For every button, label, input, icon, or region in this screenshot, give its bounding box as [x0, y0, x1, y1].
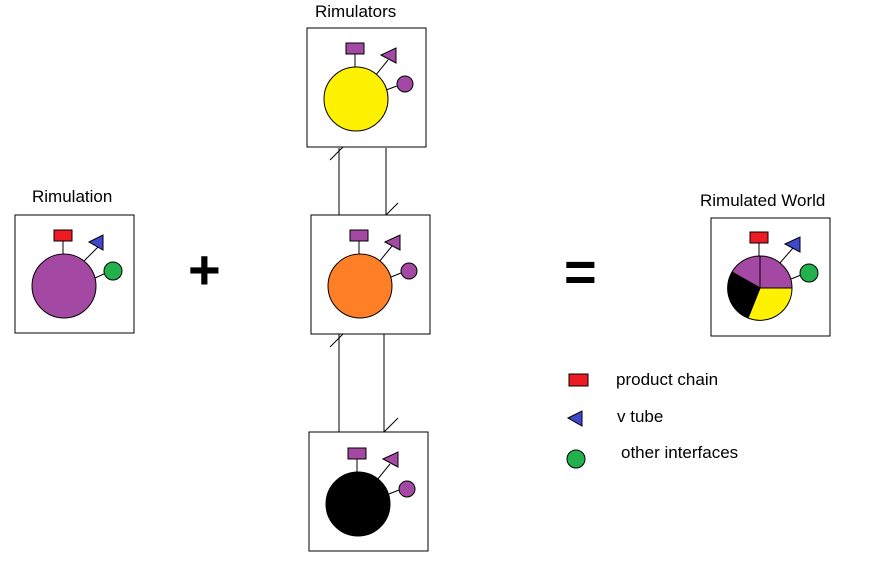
product-chain-icon — [349, 229, 369, 242]
other-interface-icon — [799, 263, 819, 283]
core-circle — [327, 253, 393, 319]
rimulation-module — [14, 214, 135, 334]
core-circle — [323, 66, 389, 132]
equals-operator: = — [564, 240, 597, 303]
core-circle — [325, 471, 391, 537]
legend-product-chain-icon — [568, 373, 589, 387]
rimulated-world-module — [710, 217, 831, 337]
v-tube-icon — [383, 234, 401, 251]
legend-icons — [566, 373, 589, 469]
product-chain-icon — [749, 231, 769, 244]
legend-label-product-chain: product chain — [616, 370, 719, 389]
legend-label-v-tube: v tube — [617, 407, 664, 426]
pie-slice-yellow — [747, 287, 793, 321]
rimulator-black — [308, 431, 429, 552]
v-tube-icon — [87, 234, 104, 251]
plus-operator: + — [188, 238, 221, 301]
v-tube-icon — [379, 47, 397, 64]
pie-slice-purple — [759, 255, 793, 289]
rimulator-orange — [310, 214, 431, 335]
core-pie-chart — [727, 255, 793, 321]
other-interface-icon — [400, 262, 418, 280]
other-interface-icon — [398, 480, 416, 498]
pie-slice-black — [727, 271, 761, 319]
v-tube-icon — [381, 451, 399, 468]
other-interface-icon — [396, 75, 414, 93]
rimulators-title: Rimulators — [315, 2, 397, 21]
rimulator-connectors — [329, 144, 399, 434]
product-chain-icon — [347, 447, 367, 460]
rimulation-title: Rimulation — [32, 187, 113, 206]
rimulated-world-title: Rimulated World — [700, 191, 826, 210]
product-chain-icon — [53, 229, 73, 242]
legend-other-interfaces-icon — [566, 449, 586, 469]
other-interface-icon — [103, 261, 123, 281]
legend-v-tube-icon — [566, 410, 583, 427]
legend-label-other-interfaces: other interfaces — [621, 443, 739, 462]
rimulator-yellow — [306, 27, 427, 148]
v-tube-icon — [783, 236, 801, 253]
core-circle — [31, 253, 97, 319]
product-chain-icon — [345, 42, 365, 55]
